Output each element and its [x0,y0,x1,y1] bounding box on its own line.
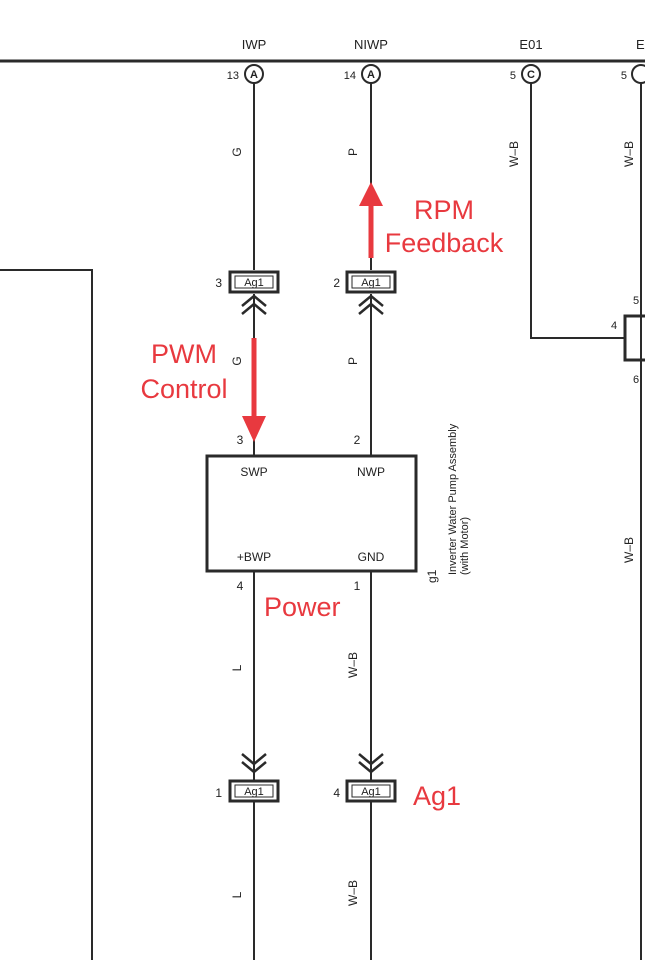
wire-color-wb-bottom2: W–B [346,880,360,906]
junction-niwp-name: NIWP [354,37,388,52]
right-box-pin-top: 5 [633,295,639,307]
connector-ag1-bottom-right: 4 Ag1 [333,753,397,803]
connector-box [345,779,397,803]
annotation-rpm-line2: Feedback [385,228,504,258]
pump-box [205,454,418,573]
pump-label-gnd: GND [358,550,385,564]
right-box-pin-bottom: 6 [633,374,639,386]
wire-color-l-bottom1: L [230,664,244,671]
connector-pin: 2 [333,276,340,290]
junction-e01: E01 5 C [510,37,543,84]
pump-assembly: 3 2 SWP NWP +BWP GND 4 1 g1 Inverter Wat… [205,423,471,593]
arrow-up-icon [359,182,383,206]
arrow-down-icon [242,416,266,442]
wire-color-p-mid: P [346,357,360,365]
junction-e0x-pin: 5 [621,70,627,82]
connector-label: Ag1 [244,277,264,289]
junction-niwp-pin: 14 [344,70,356,82]
wire-color-l-bottom2: L [230,891,244,898]
right-box-pin-left: 4 [611,320,617,332]
junction-niwp-letter: A [367,69,375,81]
connector-box [345,270,397,294]
connector-pin: 1 [215,786,222,800]
connector-inner-box [351,275,391,289]
chevron-down-icon [358,753,384,774]
annotation-rpm-line1: RPM [414,195,474,225]
connector-label: Ag1 [361,786,381,798]
wire-color-wb-bottom1: W–B [346,652,360,678]
pump-label-bwp: +BWP [237,550,271,564]
junction-e01-name: E01 [519,37,542,52]
wire-color-wb-e0x: W–B [622,141,636,167]
left-outer-wire [0,269,93,960]
pump-pin-bwp: 4 [237,579,244,593]
junction-e0x-name: E [636,37,645,52]
pump-title-line1: Inverter Water Pump Assembly [447,423,459,575]
annotation-ag1: Ag1 [413,781,461,811]
connector-label: Ag1 [244,786,264,798]
junction-e01-letter: C [527,69,535,81]
pump-title-line2: (with Motor) [459,517,471,575]
annotation-pwm-line2: Control [140,374,227,404]
junction-niwp: NIWP 14 A [344,37,388,84]
connector-ag1-bottom-left: 1 Ag1 [215,753,280,803]
connector-box [228,779,280,803]
pump-label-nwp: NWP [357,465,385,479]
pump-pin-gnd: 1 [354,579,361,593]
wire-color-g-mid: G [230,356,244,365]
wire-color-p-top: P [346,148,360,156]
chevron-up-icon [358,294,384,315]
annotation-pwm-line1: PWM [151,339,217,369]
connector-box [228,270,280,294]
wire-color-wb-right: W–B [622,537,636,563]
junction-iwp-name: IWP [242,37,267,52]
pump-id: g1 [425,569,439,583]
connector-inner-box [234,275,274,289]
annotation-pwm-control: PWM Control [140,338,266,442]
connector-pin: 4 [333,786,340,800]
junction-e01-pin: 5 [510,70,516,82]
connector-inner-box [234,784,274,798]
connector-ag1-top-right: 2 Ag1 [333,270,397,315]
pump-label-swp: SWP [240,465,267,479]
junction-iwp-letter: A [250,69,258,81]
chevron-up-icon [241,294,267,315]
pump-pin-swp: 3 [237,433,244,447]
chevron-down-icon [241,753,267,774]
wire-color-g-top: G [230,147,244,156]
wire-e01 [530,83,625,339]
connector-ag1-top-left: 3 Ag1 [215,270,280,315]
connector-label: Ag1 [361,277,381,289]
junction-e0x-circle [631,64,645,84]
wire-color-wb-e01: W–B [507,141,521,167]
junction-iwp-pin: 13 [227,70,239,82]
connector-inner-box [351,784,391,798]
pump-pin-nwp: 2 [354,433,361,447]
connector-pin: 3 [215,276,222,290]
annotation-power: Power [264,592,341,622]
annotation-rpm-feedback: RPM Feedback [359,182,504,258]
right-partial-box [623,314,645,362]
